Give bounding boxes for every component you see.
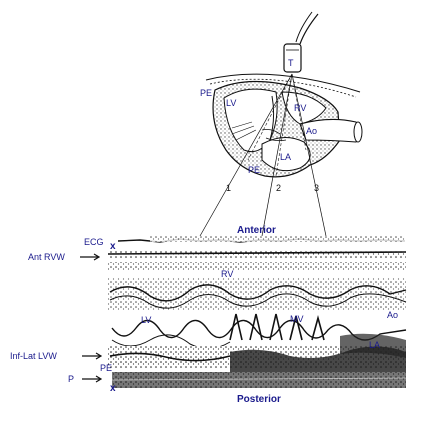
label-pe-mmode: PE xyxy=(100,363,112,373)
label-rv-mmode: RV xyxy=(221,269,233,279)
label-mv: MV xyxy=(290,314,304,324)
arrow-p-icon xyxy=(82,375,103,383)
label-ao-mmode: Ao xyxy=(387,310,398,320)
label-anterior: Anterior xyxy=(237,225,276,236)
label-ecg: ECG xyxy=(84,237,104,247)
label-lv: LV xyxy=(226,98,236,108)
beam-number-3: 3 xyxy=(314,183,319,193)
label-pe-bottom: PE xyxy=(248,165,260,175)
mmode-trace xyxy=(107,236,407,388)
label-inf-lat-lvw: Inf-Lat LVW xyxy=(10,351,57,361)
label-rv: RV xyxy=(294,103,306,113)
arrow-inf-lat-lvw-icon xyxy=(82,352,103,360)
label-p: P xyxy=(68,374,74,384)
label-pe-top: PE xyxy=(200,88,212,98)
ecg-marker-icon: x xyxy=(110,241,116,252)
transducer: T xyxy=(283,11,319,73)
beam-number-2: 2 xyxy=(276,183,281,193)
label-ao: Ao xyxy=(306,126,317,136)
heart-section xyxy=(212,80,363,178)
ultrasound-beams xyxy=(199,73,327,237)
transducer-label: T xyxy=(288,58,294,68)
chest-wall xyxy=(205,73,361,98)
label-lv-mmode: LV xyxy=(141,315,151,325)
label-la-mmode: LA xyxy=(369,340,380,350)
ecg-marker-bottom-icon: x xyxy=(110,383,116,394)
beam-number-1: 1 xyxy=(226,183,231,193)
label-ant-rvw: Ant RVW xyxy=(28,252,65,262)
arrow-ant-rvw-icon xyxy=(80,253,101,261)
label-la: LA xyxy=(280,152,291,162)
label-posterior: Posterior xyxy=(237,394,281,405)
